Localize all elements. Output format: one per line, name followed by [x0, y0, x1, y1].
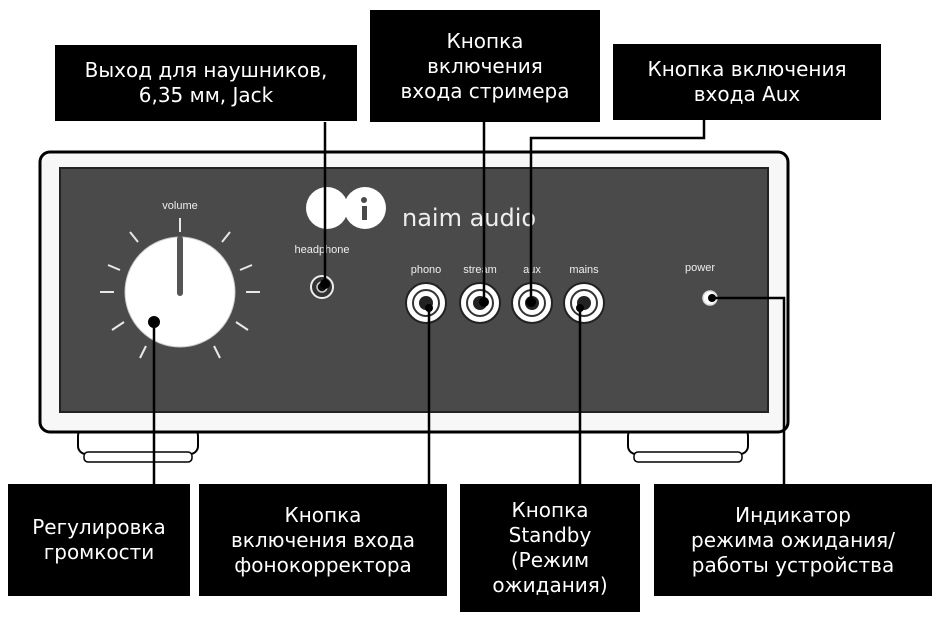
leader-aux — [529, 114, 706, 302]
logo-mark — [362, 206, 367, 220]
logo-circle-left — [306, 187, 348, 229]
mains-label: mains — [569, 264, 599, 276]
logo-dot — [361, 197, 367, 203]
callout-standby-button: Кнопка Standby (Режим ожидания) — [460, 484, 640, 612]
leader-lines — [152, 114, 786, 488]
stream-label: stream — [463, 264, 497, 276]
power-label: power — [685, 262, 715, 274]
leader-power — [712, 296, 786, 488]
callout-volume: Регулировка громкости — [8, 484, 190, 596]
callout-power-indicator: Индикатор режима ожидания/ работы устрой… — [654, 484, 932, 596]
volume-scale — [100, 218, 260, 359]
callout-headphone-output: Выход для наушников, 6,35 мм, Jack — [55, 45, 357, 121]
phono-label: phono — [411, 264, 442, 276]
headphone-label: headphone — [294, 244, 349, 256]
brand-logo-text: naim audio — [402, 204, 536, 232]
right-foot-base — [633, 451, 743, 463]
left-foot-base — [83, 451, 193, 463]
callout-aux-button: Кнопка включения входа Aux — [613, 44, 881, 120]
mains-button[interactable] — [563, 282, 605, 324]
volume-label: volume — [162, 200, 197, 212]
volume-knob-indicator — [177, 236, 183, 296]
callout-phono-button: Кнопка включения входа фонокорректора — [199, 484, 447, 596]
callout-stream-button: Кнопка включения входа стримера — [370, 10, 600, 122]
phono-button[interactable] — [405, 282, 447, 324]
